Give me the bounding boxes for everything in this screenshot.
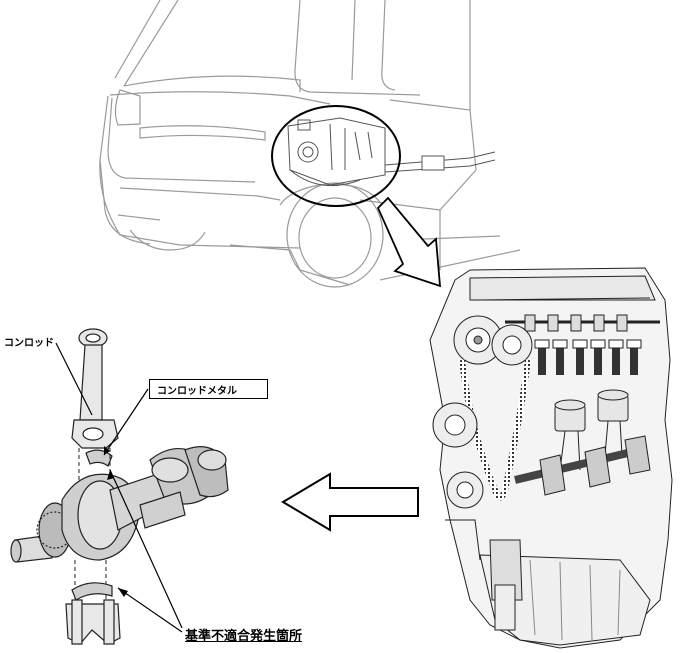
engine-illustration [429, 267, 673, 649]
conrod-cap [65, 599, 121, 645]
conrod-metal-label-box [149, 379, 268, 399]
conrod-label: コンロッド [4, 338, 54, 349]
engine-in-vehicle [287, 117, 496, 187]
leader-arrowheads [104, 446, 128, 597]
arrow-to-engine-icon [376, 196, 442, 288]
vehicle-illustration [99, 0, 521, 288]
lower-conrod-metal [71, 582, 113, 601]
engine-highlight-circle [271, 105, 401, 207]
conrod-metal [85, 449, 113, 467]
leader-lines [55, 342, 183, 633]
defect-location-label: 基準不適合発生箇所 [185, 629, 303, 644]
arrow-to-crankshaft-icon [281, 472, 419, 532]
conrod-metal-label: コンロッドメタル [157, 386, 237, 397]
crankshaft [10, 446, 229, 563]
